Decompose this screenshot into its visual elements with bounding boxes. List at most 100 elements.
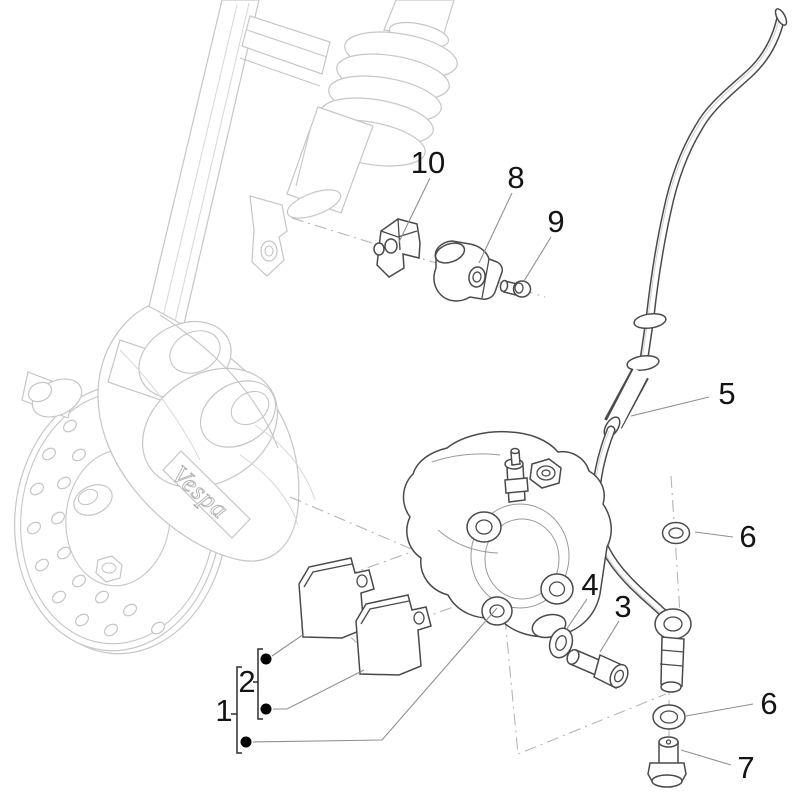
callout-label-1: 1 [215, 693, 232, 728]
leader-line-4 [565, 598, 588, 631]
callout-label-8: 8 [507, 160, 524, 195]
leader-line-2a [271, 633, 305, 657]
hub-inner [199, 380, 277, 448]
clip-fold-lines [380, 218, 418, 251]
bracket-group-1 [231, 666, 242, 754]
banjo-neck-bands [659, 649, 685, 667]
bolt-shaft-tip [566, 649, 580, 665]
leader-line-2b [273, 669, 365, 710]
disc-drill-holes [26, 419, 166, 637]
caliper-texture-1 [431, 453, 501, 463]
pad-right-face-line [360, 600, 410, 625]
bullet-marker [240, 736, 252, 748]
hose-upper-run [638, 12, 786, 371]
pad-right-hole [413, 611, 425, 625]
banjo-bolt-pin [665, 739, 672, 745]
bleed-valve [504, 447, 529, 503]
leader-line-10 [398, 177, 431, 243]
bolt-socket [613, 669, 625, 683]
brake-pad-right [355, 594, 432, 676]
callout-label-7: 7 [737, 750, 754, 785]
hose-ring-1 [633, 312, 667, 330]
leader-line-6-lower [685, 703, 754, 717]
caliper-axis [504, 617, 667, 755]
leader-line-8 [478, 192, 513, 264]
clamp-hole [468, 266, 486, 288]
hose-upper-highlight [640, 18, 780, 367]
clamp-screw-part9 [499, 279, 532, 298]
speedo-drive [73, 484, 113, 516]
hub-center [230, 390, 270, 426]
fork-collar-line [239, 29, 328, 87]
banjo-bolt-part7 [647, 736, 687, 788]
pad-axis [289, 496, 417, 552]
leader-line-3 [599, 620, 620, 653]
callout-label-3: 3 [614, 589, 631, 624]
screw-tip [499, 279, 509, 293]
banjo-neck-tip [660, 681, 682, 693]
damper-body [286, 106, 374, 214]
caliper-bolt-part3 [566, 649, 629, 690]
callout-label-2: 2 [238, 664, 255, 699]
washer-part4 [548, 627, 574, 659]
sealing-washer-lower-part6 [652, 704, 686, 730]
hose-upper-core [640, 14, 784, 369]
screw-head-inner [514, 282, 524, 294]
clip-hole [384, 238, 398, 254]
caliper-texture-2 [437, 529, 499, 554]
leader-line-9 [523, 236, 552, 282]
hose-bracket [249, 195, 288, 277]
callout-label-9: 9 [547, 204, 564, 239]
banjo-bolt-top [658, 736, 679, 748]
damper-bottom [286, 189, 342, 219]
fender-edge [159, 314, 279, 449]
leader-line-5 [630, 396, 710, 417]
callout-labels: 10 8 9 5 6 4 3 6 7 2 1 [215, 145, 777, 785]
leg-texture-2 [119, 349, 201, 461]
fork-leg-casting: Vespa [21, 305, 316, 583]
pad-left-hole [356, 574, 368, 588]
banjo-fitting [654, 608, 692, 693]
callout-label-6-lower: 6 [760, 686, 777, 721]
banjo-eye-hole [663, 616, 683, 632]
hose-ring-2 [626, 354, 660, 372]
caliper-boss [529, 458, 562, 489]
caliper-piston-bore [470, 503, 570, 609]
hose-clip-part10 [373, 218, 421, 278]
caliper-piston [484, 518, 560, 600]
caliper-mounting-ears [466, 511, 574, 626]
sealing-washer-upper-part6 [661, 521, 691, 545]
bullet-marker [260, 703, 272, 715]
hose-clamp-part8 [433, 240, 503, 302]
leg-texture-1 [239, 424, 316, 526]
fender-bolt [95, 555, 123, 583]
hose-end-cap [774, 8, 788, 26]
leader-lines [252, 177, 754, 766]
banjo-neck [660, 636, 685, 687]
clamp-mouth [434, 242, 466, 264]
axle-end [21, 371, 83, 419]
bolt-head-face [609, 663, 629, 689]
bracket-group-2 [253, 648, 263, 720]
brake-caliper [402, 430, 612, 639]
bullet-marker [260, 653, 272, 665]
callout-brackets [231, 648, 272, 754]
damper-line [295, 129, 311, 187]
callout-label-6-upper: 6 [739, 519, 756, 554]
callout-label-5: 5 [718, 376, 735, 411]
pad-left-face-line [303, 563, 353, 588]
callout-label-10: 10 [411, 145, 445, 180]
banjo-bolt-hex-bottom [651, 774, 683, 788]
washer-axis [670, 475, 681, 615]
screw-head [512, 280, 532, 298]
clip-stud [373, 242, 385, 256]
callout-label-4: 4 [581, 567, 598, 602]
clamp-hole-inner [472, 271, 482, 283]
leader-line-7 [680, 749, 732, 766]
leader-line-6-upper [694, 531, 734, 538]
front-fork-assembly [130, 0, 458, 398]
leader-line-1 [252, 607, 498, 743]
fork-upper-collar [241, 15, 331, 75]
